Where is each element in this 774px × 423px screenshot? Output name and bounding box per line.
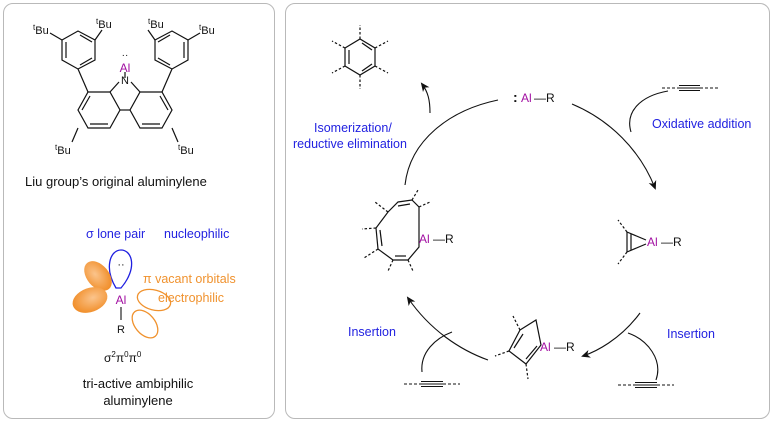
sigma-orbital-lobe [108,249,133,289]
tbu-bottom-right: tBu [178,143,194,157]
aluminylene-structure [49,29,201,143]
arrow-insertion-left [406,296,489,361]
pi-orbital-lobe-upper [84,261,112,291]
oxidative-addition-label: Oxidative addition [652,117,751,131]
pi-vacant-lobe-right [136,288,172,312]
pi-vacant-lobe-lower [131,309,159,339]
al-aluminirene: Al [647,235,658,249]
electrophilic-label: electrophilic [158,291,224,305]
alkyne-bottom-left [404,380,460,388]
insertion-right-label: Insertion [667,327,715,341]
al-catalyst-label: Al [521,91,532,105]
svg-text::: : [513,89,518,105]
r-alumepine: —R [433,232,454,246]
tbu-top-right-2: tBu [148,17,164,31]
arrow-alkyne-in-left [421,331,453,373]
tbu-top-left-2: tBu [96,17,112,31]
right-panel [285,3,770,419]
r-aluminole: —R [554,340,575,354]
aluminylene-caption: Liu group’s original aluminylene [25,174,207,189]
arrow-insertion-right [581,312,641,358]
r-aluminirene: —R [661,235,682,249]
al-aluminole: Al [540,340,551,354]
ambiphilic-line1: tri-active ambiphilic [83,376,194,391]
aluminirene [617,219,647,265]
tbu-top-left: tBu [33,23,49,37]
arrow-isomerization [404,99,499,186]
carbazole-right-ring [129,91,173,129]
al-lone-pair-dots: ·· [122,50,129,61]
r-label-orbital: R [117,324,125,336]
nitrogen-label: N [121,75,129,87]
alkyne-top [662,84,718,92]
isomerization-label-line1: Isomerization/ [314,121,392,135]
carbazole-left-ring [77,91,121,129]
arrow-oxidative-addition [571,103,657,190]
arrow-alkyne-in-top [629,90,669,133]
electron-configuration: σ2π0π0 [104,350,142,365]
al-alumepine: Al [419,232,430,246]
aluminylene-catalyst: : Al —R [513,89,555,105]
al-label-orbital: Al [116,293,127,307]
right-aryl-ring [154,30,189,70]
cycle-arrows [404,82,669,381]
aluminylene-labels: N Al ·· tBu tBu tBu tBu tBu tBu [33,17,215,157]
tbu-bottom-left: tBu [55,143,71,157]
tbu-top-right: tBu [199,23,215,37]
alumepine [361,189,431,272]
left-panel [3,3,275,419]
alkyne-bottom-right [618,381,674,389]
ambiphilic-line2: aluminylene [103,393,172,408]
insertion-left-label: Insertion [348,325,396,339]
isomerization-label-line2: reductive elimination [293,137,407,151]
al-label-structure: Al [120,61,131,75]
pi-vacant-orbitals-label: π vacant orbitals [143,272,236,286]
aluminole [494,315,542,380]
sigma-orbital-dots: ·· [117,259,124,271]
nucleophilic-label: nucleophilic [164,227,229,241]
arrow-alkyne-in-right [627,332,659,381]
al-catalyst-r: —R [534,91,555,105]
sigma-lone-pair-label: σ lone pair [86,227,145,241]
orbital-diagram: σ lone pair nucleophilic ·· Al R π vacan… [72,227,236,408]
benzene-product [331,25,389,89]
pi-orbital-lobe-left [72,287,108,313]
arrow-to-benzene [420,82,431,114]
left-aryl-ring [61,30,96,70]
